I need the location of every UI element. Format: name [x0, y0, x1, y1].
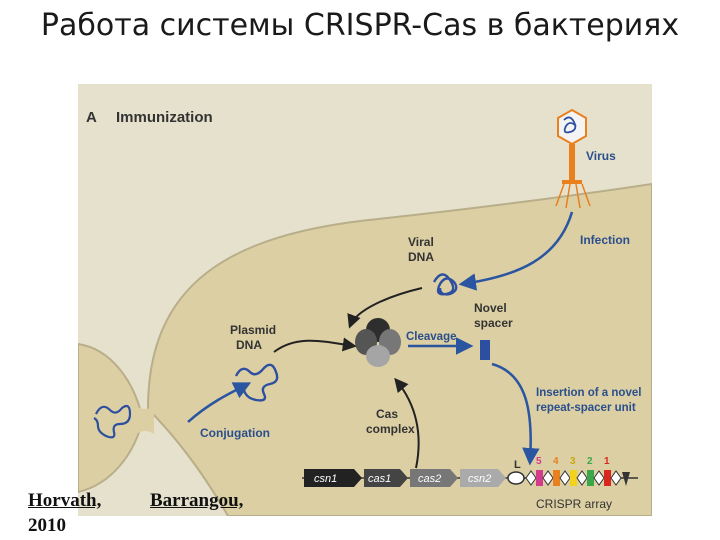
- crispr-array-label: CRISPR array: [536, 497, 612, 511]
- crispr-immunization-figure: A Immunization Virus Infection Viral DNA…: [78, 84, 652, 516]
- cas-complex-label-line1: Cas: [376, 407, 398, 421]
- viral-dna-label-line2: DNA: [408, 250, 434, 264]
- citation-author-2: Barrangou,: [150, 490, 243, 512]
- spacer-number-4: 4: [553, 456, 559, 467]
- leader-label: L: [514, 459, 521, 471]
- spacer-number-3: 3: [570, 456, 576, 467]
- gene-label-cas2: cas2: [418, 473, 441, 485]
- citation-year: 2010: [28, 515, 66, 537]
- virus-label: Virus: [586, 149, 616, 163]
- novel-spacer-label-line1: Novel: [474, 301, 507, 315]
- insertion-label-line1: Insertion of a novel: [536, 387, 641, 399]
- viral-dna-label-line1: Viral: [408, 235, 434, 249]
- cas-gene-cas2: cas2: [410, 469, 458, 487]
- gene-label-csn1: csn1: [314, 473, 337, 485]
- spacer-number-5: 5: [536, 456, 542, 467]
- gene-label-csn2: csn2: [468, 473, 491, 485]
- leader-sequence: [508, 472, 524, 484]
- plasmid-dna-label-line1: Plasmid: [230, 323, 276, 337]
- spacer-number-2: 2: [587, 456, 593, 467]
- spacer-number-1: 1: [604, 456, 610, 467]
- citation-author-1: Horvath,: [28, 490, 101, 512]
- gene-label-cas1: cas1: [368, 473, 391, 485]
- infection-label: Infection: [580, 233, 630, 247]
- cas-gene-csn1: csn1: [304, 469, 362, 487]
- cleavage-label: Cleavage: [406, 331, 457, 343]
- cas-gene-cas1: cas1: [364, 469, 408, 487]
- cas-complex-label-line2: complex: [366, 422, 415, 436]
- cas-gene-csn2: csn2: [460, 469, 506, 487]
- panel-title: Immunization: [116, 109, 213, 126]
- novel-spacer-label-line2: spacer: [474, 316, 513, 330]
- panel-letter: A: [86, 109, 97, 126]
- insertion-label-line2: repeat-spacer unit: [536, 402, 636, 414]
- novel-spacer-icon: [480, 340, 490, 360]
- conjugation-bridge: [136, 406, 154, 434]
- slide-title: Работа системы CRISPR-Cas в бактериях: [0, 4, 720, 48]
- plasmid-dna-label-line2: DNA: [236, 338, 262, 352]
- conjugation-label: Conjugation: [200, 426, 270, 440]
- title-clip: Работа системы CRISPR-Cas в бактериях: [0, 0, 720, 84]
